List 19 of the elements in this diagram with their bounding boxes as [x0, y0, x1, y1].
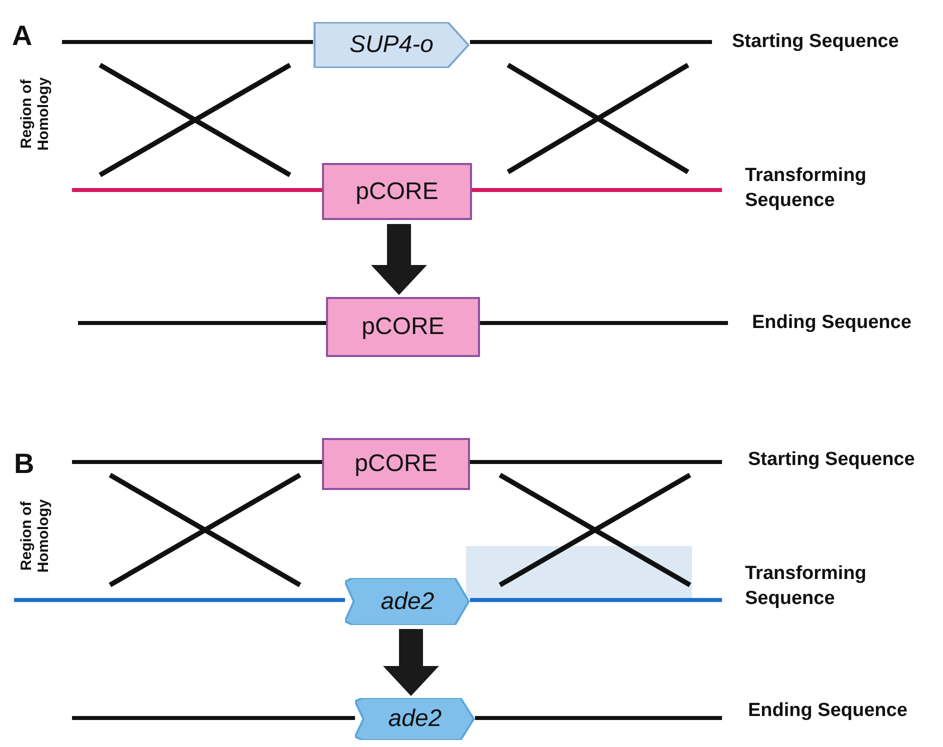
gene-arrow-box: SUP4-o: [313, 22, 470, 68]
shaded-box: [466, 546, 692, 598]
sequence-label: Starting Sequence: [748, 448, 915, 472]
sequence-label: Ending Sequence: [752, 311, 912, 335]
arrow: [371, 224, 427, 295]
gene-arrow-box: ade2: [355, 698, 475, 740]
arrow: [383, 629, 439, 696]
gene-box: pCORE: [326, 297, 480, 357]
sequence-label: Starting Sequence: [732, 30, 899, 54]
sequence-label: Transforming Sequence: [745, 562, 868, 611]
panel-letter: B: [14, 447, 34, 481]
gene-box: pCORE: [322, 163, 472, 220]
gene-box: pCORE: [322, 438, 470, 490]
axis-note: Region of Homology: [18, 498, 54, 575]
panel-letter: A: [12, 19, 32, 53]
sequence-label: Ending Sequence: [748, 699, 908, 723]
axis-note: Region of Homology: [18, 76, 54, 153]
sequence-label: Transforming Sequence: [745, 164, 868, 213]
gene-arrow-box: ade2: [345, 578, 470, 625]
